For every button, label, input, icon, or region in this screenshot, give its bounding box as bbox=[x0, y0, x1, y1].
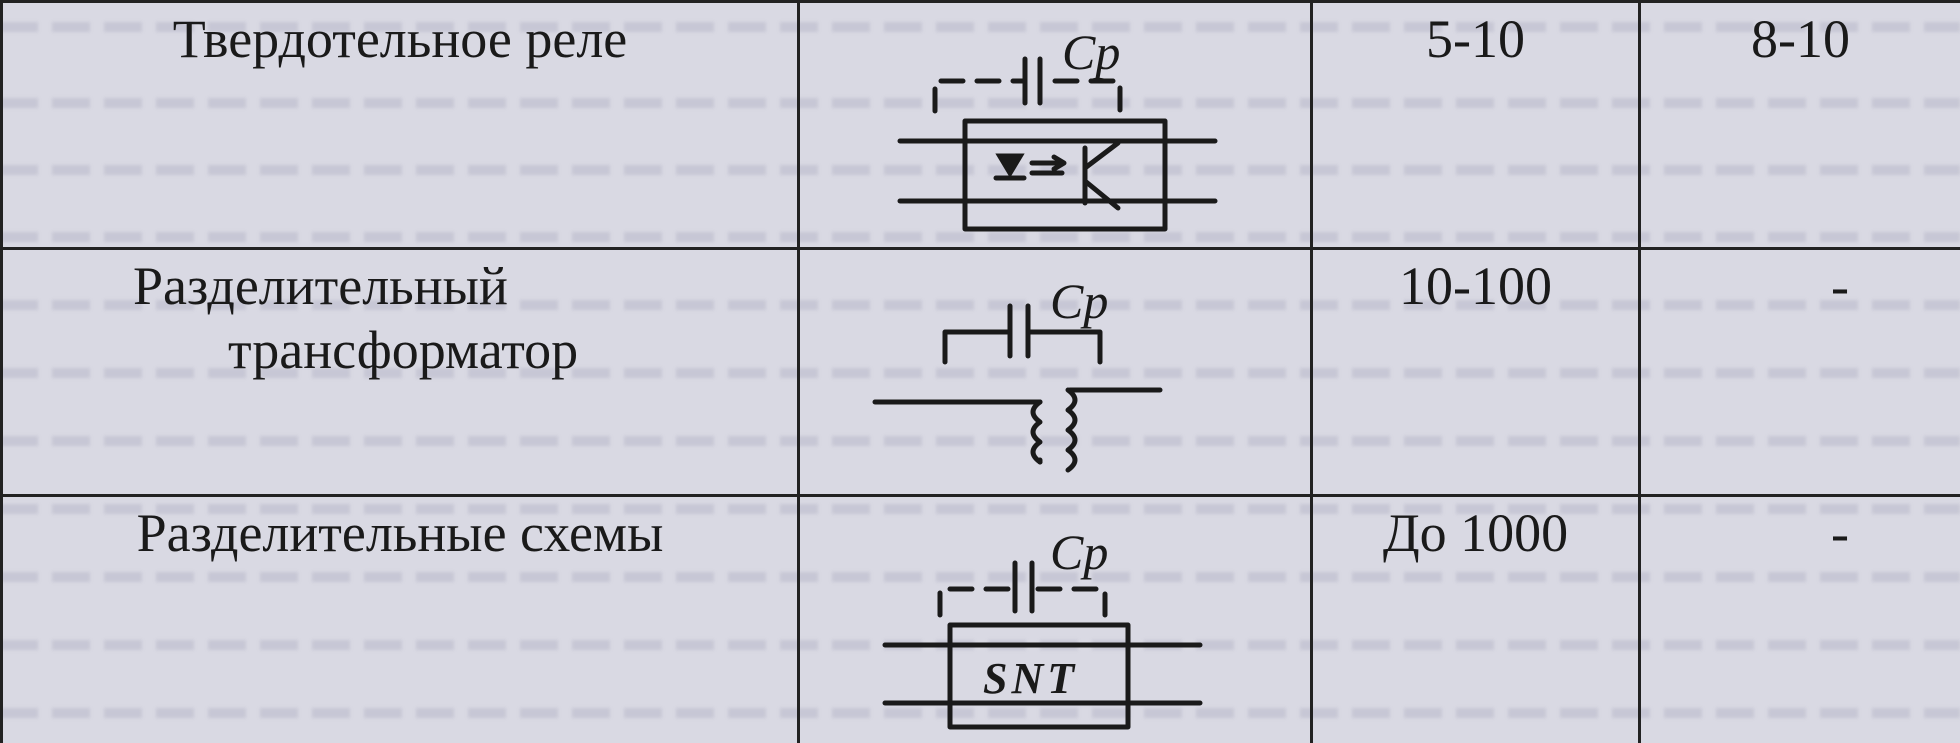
schematic-cell: Cp bbox=[797, 0, 1313, 250]
device-name-line-1: Разделительный bbox=[133, 256, 508, 316]
capacitor-label: Cp bbox=[1050, 524, 1108, 580]
device-label: SNT bbox=[983, 654, 1078, 703]
value-b: 8-10 bbox=[1751, 9, 1850, 69]
value-a-cell: 10-100 bbox=[1310, 247, 1641, 497]
value-b-cell: - bbox=[1638, 494, 1960, 743]
value-b: - bbox=[1831, 503, 1849, 563]
table-row: Твердотельное реле Cp bbox=[0, 0, 1960, 250]
table-row: Разделительные схемы Cp SNT До 1000 - bbox=[0, 494, 1960, 743]
value-a: 5-10 bbox=[1426, 9, 1525, 69]
value-a-cell: 5-10 bbox=[1310, 0, 1641, 250]
device-name-cell: Разделительный трансформатор bbox=[0, 247, 800, 497]
schematic-cell: Cp bbox=[797, 247, 1313, 497]
solid-state-relay-schematic: Cp bbox=[897, 24, 1218, 232]
device-name: Разделительные схемы bbox=[136, 503, 664, 563]
value-b-cell: 8-10 bbox=[1638, 0, 1960, 250]
device-name-cell: Твердотельное реле bbox=[0, 0, 800, 250]
value-b-cell: - bbox=[1638, 247, 1960, 497]
value-a: 10-100 bbox=[1399, 256, 1552, 316]
value-b: - bbox=[1831, 256, 1849, 316]
value-a: До 1000 bbox=[1382, 503, 1569, 563]
isolation-circuit-schematic: Cp SNT bbox=[882, 524, 1203, 730]
device-name: Разделительный трансформатор bbox=[3, 250, 797, 382]
table-row: Разделительный трансформатор Cp bbox=[0, 247, 1960, 497]
device-name: Твердотельное реле bbox=[172, 9, 628, 69]
device-name-line-2: трансформатор bbox=[228, 320, 579, 380]
value-a-cell: До 1000 bbox=[1310, 494, 1641, 743]
schematic-cell: Cp SNT bbox=[797, 494, 1313, 743]
isolation-transformer-schematic: Cp bbox=[872, 273, 1163, 473]
device-name-cell: Разделительные схемы bbox=[0, 494, 800, 743]
capacitor-label: Cp bbox=[1062, 24, 1120, 80]
capacitor-label: Cp bbox=[1050, 273, 1108, 329]
